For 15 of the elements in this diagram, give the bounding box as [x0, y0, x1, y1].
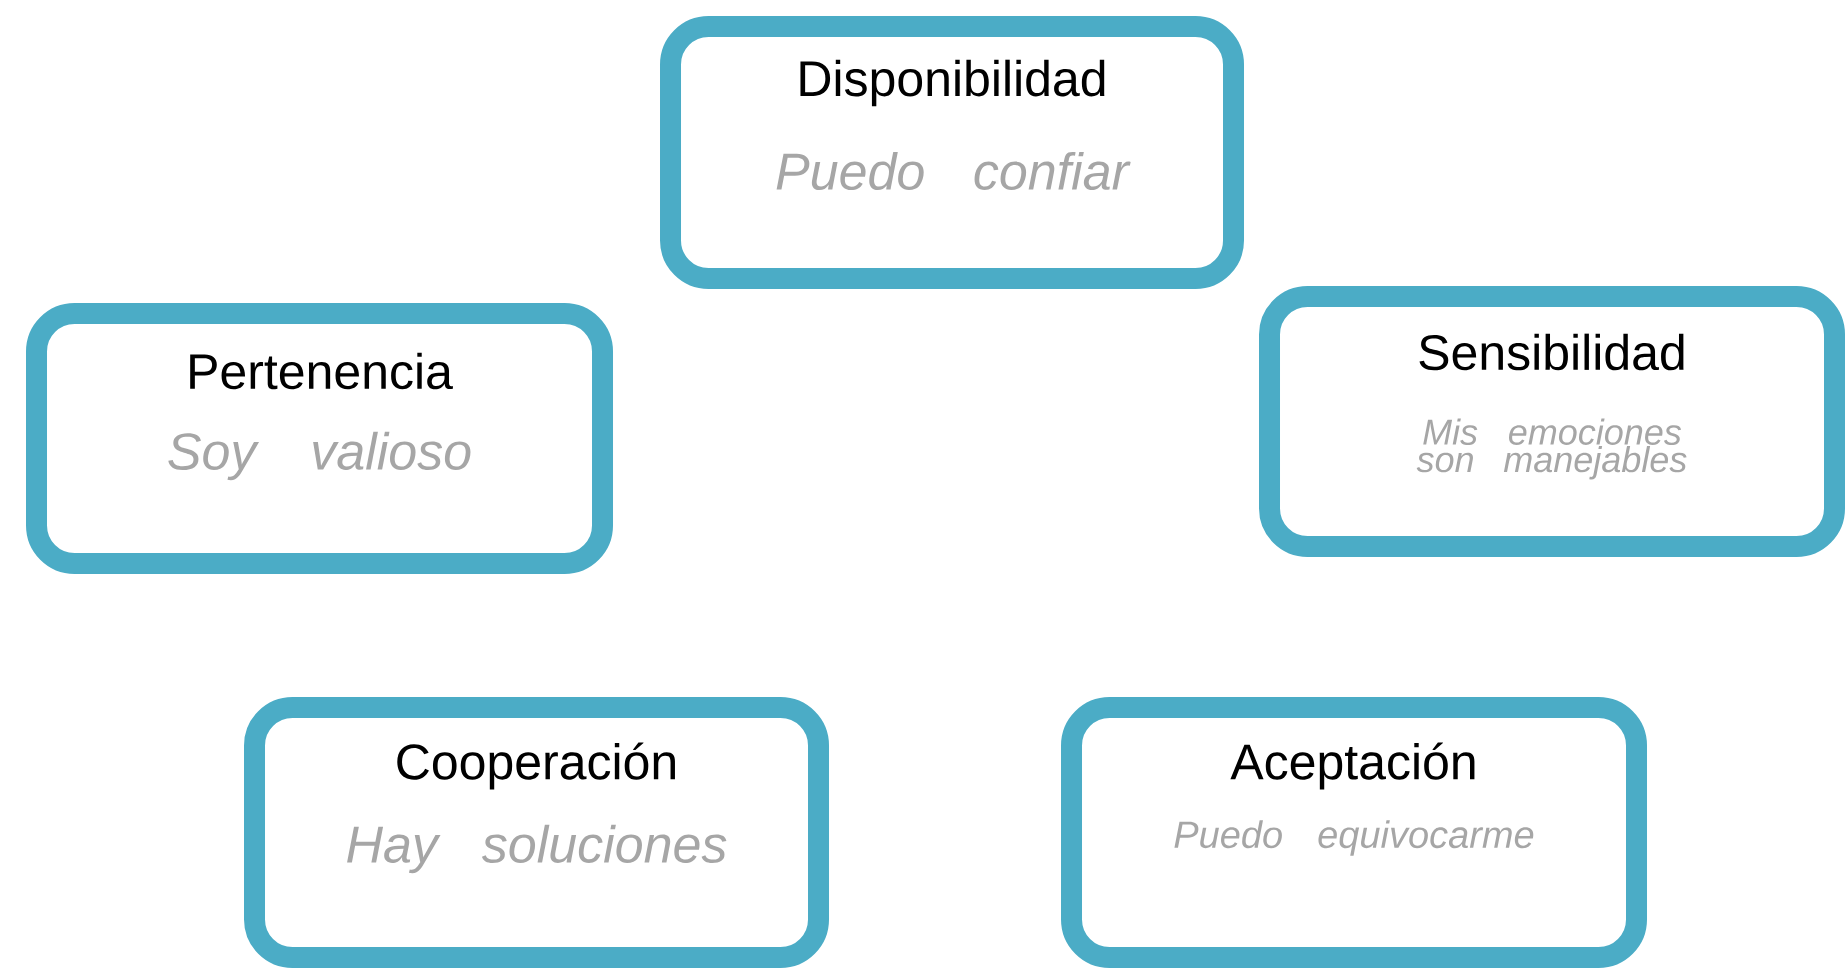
value-box	[1259, 286, 1845, 557]
value-box	[1061, 697, 1647, 968]
heading: Aceptación	[1230, 742, 1475, 790]
heading: Disponibilidad	[800, 59, 1105, 107]
subtitle: Hay soluciones	[347, 824, 727, 874]
value-box	[244, 697, 829, 968]
subtitle: Soy valioso	[168, 431, 471, 481]
heading: Sensibilidad	[1419, 333, 1684, 371]
value-box	[26, 303, 613, 574]
heading: Cooperación	[397, 742, 675, 790]
subtitle: Puedo confiar	[776, 151, 1131, 191]
subtitle: Puedo equivocarme	[1174, 820, 1534, 856]
heading: Pertenencia	[190, 352, 453, 390]
subtitle: Mis emociones son manejables	[1416, 418, 1687, 480]
value-box	[660, 16, 1244, 289]
